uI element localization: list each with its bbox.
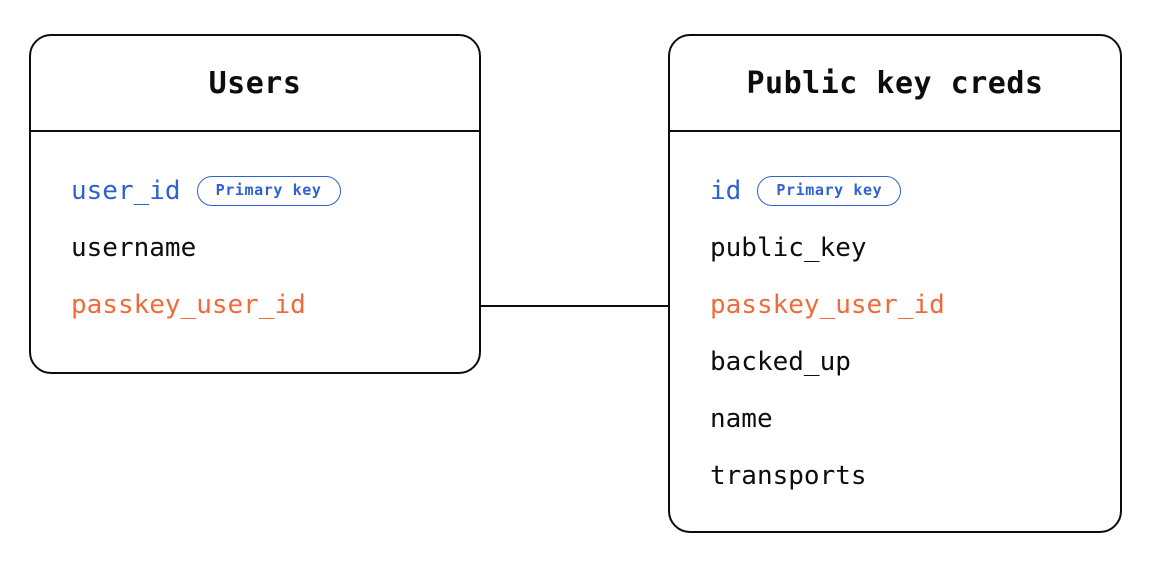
entity-field-list-users: user_id Primary key username passkey_user_i… — [31, 132, 479, 333]
field-row[interactable]: passkey_user_id — [71, 276, 479, 333]
field-row[interactable]: name — [710, 390, 1120, 447]
relationship-connector — [481, 305, 669, 307]
primary-key-badge: Primary key — [196, 175, 341, 206]
field-name: transports — [710, 460, 867, 491]
entity-box-users[interactable]: Users user_id Primary key username passkey_u… — [29, 34, 481, 374]
field-row[interactable]: username — [71, 219, 479, 276]
field-name: user_id — [71, 175, 181, 206]
field-row[interactable]: passkey_user_id — [710, 276, 1120, 333]
field-row[interactable]: backed_up — [710, 333, 1120, 390]
entity-header-divider — [670, 130, 1120, 132]
field-row[interactable]: transports — [710, 447, 1120, 504]
field-name: passkey_user_id — [710, 289, 945, 320]
primary-key-badge: Primary key — [757, 175, 902, 206]
field-name: backed_up — [710, 346, 851, 377]
field-row[interactable]: id Primary key — [710, 162, 1120, 219]
field-name: passkey_user_id — [71, 289, 306, 320]
field-row[interactable]: user_id Primary key — [71, 162, 479, 219]
field-name: id — [710, 175, 742, 206]
field-row[interactable]: public_key — [710, 219, 1120, 276]
field-name: public_key — [710, 232, 867, 263]
entity-header-divider — [31, 130, 479, 132]
entity-title-public-key-creds: Public key creds — [746, 65, 1044, 101]
field-name: username — [71, 232, 197, 263]
field-name: name — [710, 403, 773, 434]
entity-title-users: Users — [208, 65, 302, 101]
